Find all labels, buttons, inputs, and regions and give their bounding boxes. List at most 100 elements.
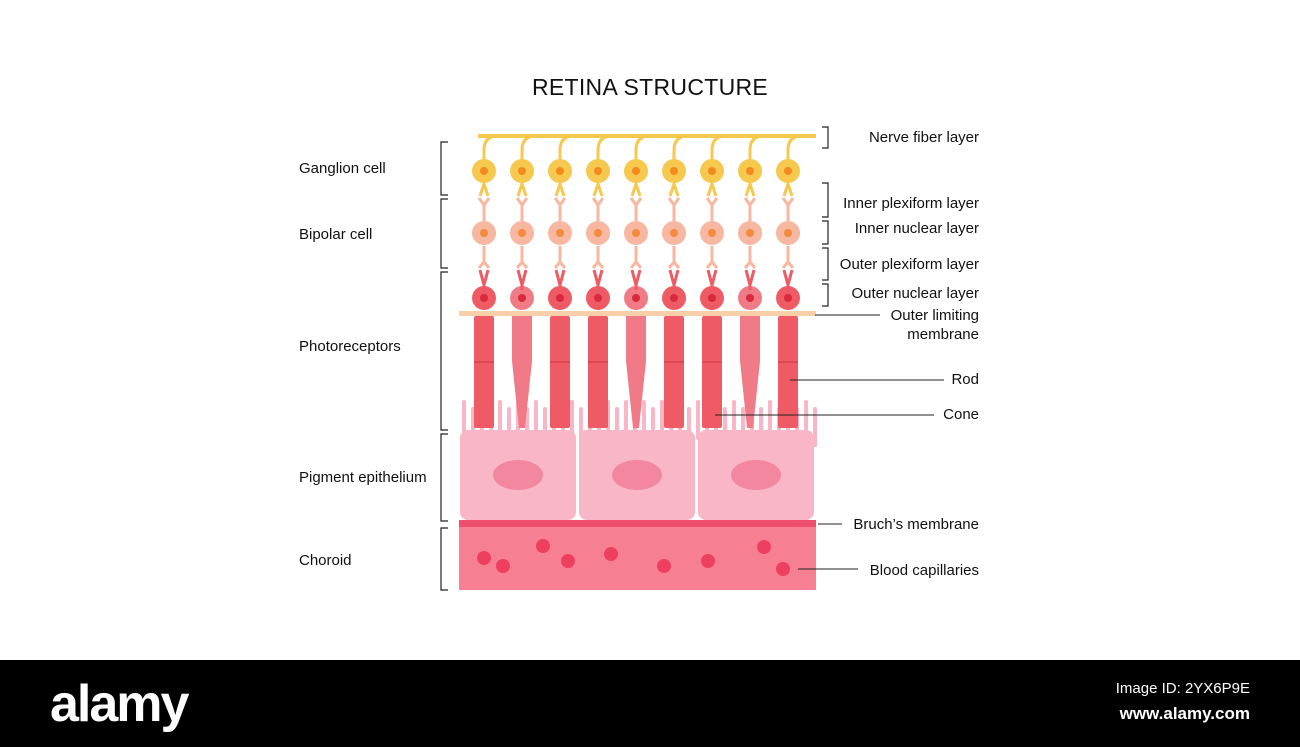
- photoreceptor-nucleus: [784, 294, 792, 302]
- microvillus: [543, 407, 547, 447]
- microvillus: [507, 407, 511, 447]
- capillary: [496, 559, 510, 573]
- bipolar-axon: [477, 197, 491, 221]
- rod-segment: [778, 316, 798, 428]
- microvillus: [732, 400, 736, 440]
- pigment-nucleus: [493, 460, 543, 490]
- bipolar-nucleus: [518, 229, 526, 237]
- microvillus: [723, 407, 727, 447]
- capillary-group: [477, 539, 790, 576]
- photoreceptor-synapse: [706, 269, 718, 291]
- ganglion-dendrite: [706, 179, 718, 197]
- photoreceptor-nucleus: [708, 294, 716, 302]
- ganglion-dendrite: [744, 179, 756, 197]
- photoreceptor-group: [472, 269, 800, 428]
- bipolar-nucleus: [632, 229, 640, 237]
- bipolar-axon: [591, 197, 605, 221]
- outer-limiting-membrane: [459, 311, 816, 316]
- ganglion-nucleus: [670, 167, 678, 175]
- ganglion-axon: [596, 134, 613, 160]
- label-blood-capillaries: Blood capillaries: [869, 562, 979, 579]
- photoreceptor-synapse: [744, 269, 756, 291]
- label-photoreceptors: Photoreceptors: [299, 338, 401, 355]
- bipolar-dendrite: [629, 246, 643, 269]
- bipolar-nucleus: [480, 229, 488, 237]
- pigment-nucleus: [612, 460, 662, 490]
- microvillus: [624, 400, 628, 440]
- bipolar-axon: [705, 197, 719, 221]
- bipolar-axon: [553, 197, 567, 221]
- microvillus: [741, 407, 745, 447]
- microvillus: [687, 407, 691, 447]
- alamy-logo: alamy: [50, 675, 189, 733]
- photoreceptor-synapse: [782, 269, 794, 291]
- bipolar-dendrite: [743, 246, 757, 269]
- photoreceptor-synapse: [668, 269, 680, 291]
- label-ganglion-cell: Ganglion cell: [299, 160, 386, 177]
- photoreceptor-nucleus: [670, 294, 678, 302]
- rod-segment: [702, 316, 722, 428]
- nerve-fiber-group: [478, 134, 816, 160]
- photoreceptor-synapse: [592, 269, 604, 291]
- bracket-outer-plexiform: [822, 247, 829, 281]
- capillary: [776, 562, 790, 576]
- microvillus: [642, 400, 646, 440]
- bracket-nerve-fiber: [822, 126, 829, 149]
- bipolar-axon: [667, 197, 681, 221]
- ganglion-dendrite: [554, 179, 566, 197]
- photoreceptor-nucleus: [632, 294, 640, 302]
- rod-segment: [474, 316, 494, 428]
- microvillus: [813, 407, 817, 447]
- microvillus: [462, 400, 466, 440]
- label-outer-nuclear-layer: Outer nuclear layer: [851, 285, 979, 302]
- ganglion-nucleus: [708, 167, 716, 175]
- capillary: [477, 551, 491, 565]
- capillary: [657, 559, 671, 573]
- ganglion-dendrite: [782, 179, 794, 197]
- choroid-layer: [459, 526, 816, 590]
- microvillus: [759, 407, 763, 447]
- bipolar-dendrite: [553, 246, 567, 269]
- capillary: [536, 539, 550, 553]
- microvillus: [660, 400, 664, 440]
- label-pigment-epithelium: Pigment epithelium: [299, 469, 427, 486]
- rod-segment: [550, 316, 570, 428]
- retina-diagram: [440, 126, 944, 591]
- ganglion-axon: [748, 134, 765, 160]
- bipolar-nucleus: [746, 229, 754, 237]
- cone-outer-segment: [740, 361, 760, 428]
- label-inner-nuclear-layer: Inner nuclear layer: [854, 220, 979, 237]
- bipolar-axon: [515, 197, 529, 221]
- photoreceptor-nucleus: [518, 294, 526, 302]
- ganglion-axon: [482, 134, 499, 160]
- photoreceptor-nucleus: [594, 294, 602, 302]
- bipolar-nucleus: [670, 229, 678, 237]
- label-bipolar-cell: Bipolar cell: [299, 226, 373, 243]
- bracket-photoreceptors: [440, 271, 448, 431]
- ganglion-nucleus: [518, 167, 526, 175]
- bruch-membrane: [459, 520, 816, 527]
- bracket-ganglion: [440, 141, 448, 196]
- microvillus: [534, 400, 538, 440]
- ganglion-nucleus: [746, 167, 754, 175]
- cone-inner-segment: [512, 316, 532, 361]
- photoreceptor-nucleus: [556, 294, 564, 302]
- diagram-canvas: RETINA STRUCTURE Ganglion cell Bipolar c…: [299, 74, 979, 591]
- label-inner-plexiform-layer: Inner plexiform layer: [843, 195, 979, 212]
- label-outer-plexiform-layer: Outer plexiform layer: [839, 256, 979, 273]
- rod-segment: [664, 316, 684, 428]
- bipolar-dendrite: [781, 246, 795, 269]
- ganglion-axon: [520, 134, 537, 160]
- site-url: www.alamy.com: [1119, 704, 1250, 723]
- microvillus: [804, 400, 808, 440]
- bracket-inner-nuclear: [822, 220, 829, 245]
- bracket-inner-plexiform: [822, 182, 829, 218]
- bipolar-dendrite: [515, 246, 529, 269]
- leader-lines: [715, 314, 944, 570]
- ganglion-axon: [672, 134, 689, 160]
- pigment-epithelium-group: [460, 400, 817, 520]
- image-id: Image ID: 2YX6P9E: [1115, 680, 1250, 697]
- label-outer-limiting-line1: Outer limiting: [890, 307, 979, 324]
- bracket-choroid: [440, 527, 448, 591]
- ganglion-dendrite: [478, 179, 490, 197]
